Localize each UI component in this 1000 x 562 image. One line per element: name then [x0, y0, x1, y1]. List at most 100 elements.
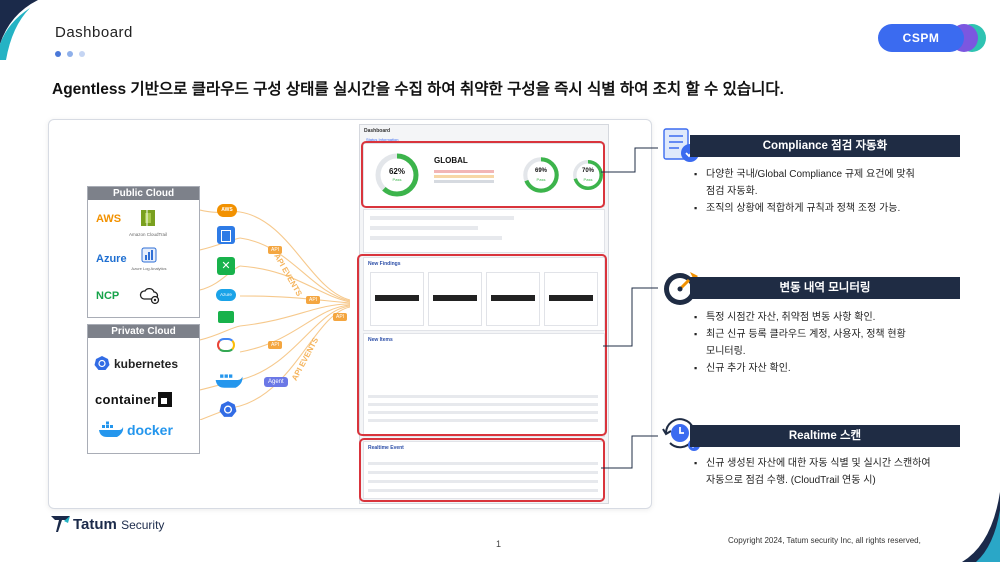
tatum-logo-mark [51, 516, 70, 532]
cloudtrail-label: Amazon CloudTrail [128, 232, 168, 237]
private-cloud-box: Private Cloud kubernetes container docke… [87, 324, 200, 454]
realtime-event-panel: Realtime Event [363, 441, 605, 499]
new-findings-title: New Findings [368, 261, 401, 267]
provider-azure: Azure [96, 253, 127, 265]
provider-ncp: NCP [96, 290, 120, 302]
kubernetes-icon [94, 356, 110, 370]
highlight-compliance [361, 141, 605, 208]
dashboard-title: Dashboard [364, 128, 391, 134]
highlight-monitoring [357, 254, 607, 436]
realtime-table [368, 456, 598, 498]
dashboard-screenshot: Dashboard Status Information 62% Pass GL… [359, 124, 609, 504]
findings-card-3 [486, 272, 540, 326]
gauge-1 [375, 153, 419, 197]
gauge-1-sub: Pass [392, 177, 402, 182]
ncp-service-icon: ✕ [217, 257, 235, 275]
bullet-line: 최근 신규 등록 클라우드 계정, 사용자, 정책 현황 [706, 329, 906, 340]
gauge-2-value: 69% [534, 168, 547, 174]
gauge-3-sub: Pass [583, 177, 593, 182]
ncp-cloud-gear-icon [139, 287, 160, 305]
container-d-icon [158, 392, 173, 407]
public-cloud-box: Public Cloud AWS Amazon CloudTrail Azure… [87, 186, 200, 318]
api-label-4: API [268, 341, 283, 349]
monitoring-gauge-icon [664, 272, 698, 305]
highlight-realtime [359, 438, 605, 502]
platform-container-label: container [95, 392, 157, 407]
pagination-dots [55, 51, 85, 57]
api-label-2: API [306, 296, 321, 304]
bullet-line: 신규 추가 자산 확인. [706, 363, 791, 374]
logo-brand: Tatum [73, 515, 117, 533]
gauge-3 [573, 160, 603, 190]
corner-decoration-top-left [0, 0, 38, 60]
bullet-line: 점검 자동화. [706, 186, 758, 197]
feature-realtime-title: Realtime 스캔 [690, 425, 960, 447]
realtime-event-title: Realtime Event [368, 445, 404, 451]
aws-service-icon: AWS [217, 204, 237, 217]
section-label: Dashboard [55, 24, 133, 41]
bullet-line: 조직의 상황에 적합하게 규칙과 정책 조정 가능. [706, 203, 901, 214]
cspm-badge: CSPM [878, 24, 986, 52]
kubernetes-service-icon [219, 401, 237, 417]
api-label-3: API [333, 313, 348, 321]
page-number: 1 [496, 539, 502, 549]
cspm-badge-label: CSPM [878, 24, 964, 52]
logo-suffix: Security [121, 517, 165, 532]
new-items-title: New Items [368, 337, 393, 343]
global-label: GLOBAL [434, 156, 468, 165]
corner-decoration-bottom-right [962, 492, 1000, 562]
new-findings-panel: New Findings [363, 257, 605, 331]
connector-lines [601, 147, 658, 469]
compute-service-icon [217, 226, 235, 244]
docker-whale-icon [99, 421, 124, 437]
azure-log-analytics-icon [141, 247, 157, 263]
findings-card-1 [370, 272, 424, 326]
platform-container: container [95, 392, 173, 407]
cloudtrail-icon [141, 210, 155, 226]
tatum-logo-text: Tatum Security [73, 516, 164, 533]
tatum-logo: Tatum Security [51, 515, 164, 533]
platform-docker-label: docker [127, 422, 173, 438]
feature-monitoring-title: 변동 내역 모니터링 [690, 277, 960, 299]
azure-log-label: Azure Log Analytics [131, 266, 167, 271]
gauge-2-sub: Pass [536, 177, 546, 182]
bullet-line: 다양한 국내/Global Compliance 규제 요건에 맞춰 [706, 169, 915, 180]
headline: Agentless 기반으로 클라우드 구성 상태를 실시간을 수집 하여 취약… [52, 81, 784, 98]
provider-aws: AWS [96, 213, 122, 225]
bullet-line: 모니터링. [706, 346, 746, 357]
platform-kubernetes: kubernetes [114, 357, 179, 371]
status-label: Status Information [366, 137, 399, 142]
docker-service-icon [215, 374, 243, 388]
bullet-line: 신규 생성된 자산에 대한 자동 식별 및 실시간 스캔하여 [706, 458, 931, 469]
bullet-item: 조직의 상황에 적합하게 규칙과 정책 조정 가능. [694, 200, 996, 217]
bullet-line: 자동으로 점검 수행. (CloudTrail 연동 시) [706, 475, 876, 486]
asset-stats-panel [363, 209, 605, 253]
platform-docker: docker [98, 421, 173, 439]
feature-compliance-title: Compliance 점검 자동화 [690, 135, 960, 157]
gauge-1-value: 62% [388, 167, 405, 176]
gcp-service-icon [217, 338, 235, 352]
global-rows [434, 168, 494, 185]
storage-service-icon [218, 311, 234, 323]
bullet-item: 신규 추가 자산 확인. [694, 360, 996, 377]
gauge-3-value: 70% [581, 168, 594, 174]
new-items-panel: New Items [363, 333, 605, 437]
agent-label: Agent [264, 377, 288, 387]
status-panel: 62% Pass GLOBAL 69% Pass 70% Pass [363, 143, 605, 207]
gauge-2 [523, 157, 559, 193]
bullet-item: 특정 시점간 자산, 취약점 변동 사항 확인. [694, 309, 996, 326]
public-cloud-title: Public Cloud [88, 187, 199, 200]
new-items-table [368, 390, 598, 427]
findings-card-4 [544, 272, 598, 326]
copyright: Copyright 2024, Tatum security Inc, all … [728, 536, 921, 545]
feature-monitoring-bullets: 특정 시점간 자산, 취약점 변동 사항 확인. 최근 신규 등록 클라우드 계… [690, 309, 996, 377]
api-label-1: API [268, 246, 283, 254]
findings-card-2 [428, 272, 482, 326]
bullet-line: 특정 시점간 자산, 취약점 변동 사항 확인. [706, 312, 876, 323]
azure-service-icon: Azure [216, 289, 236, 301]
private-cloud-title: Private Cloud [88, 325, 199, 338]
